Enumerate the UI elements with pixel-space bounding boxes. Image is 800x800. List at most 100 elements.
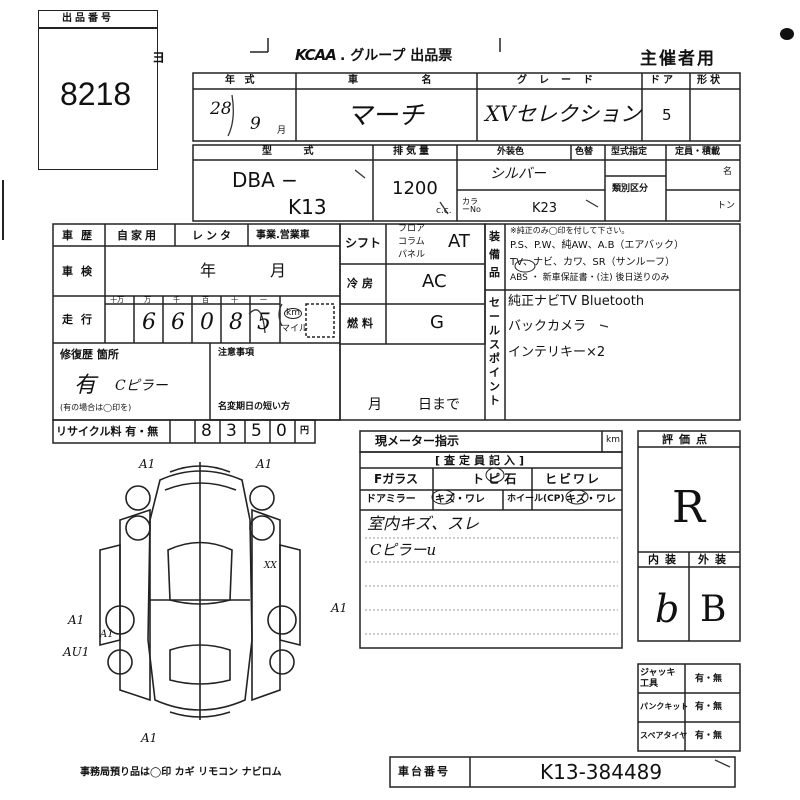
month-value: 9 xyxy=(250,114,261,134)
interior-value: b xyxy=(655,587,680,631)
mileage-digit: 0 xyxy=(200,310,214,335)
assessor-note: 室内キズ、スレ xyxy=(367,514,480,533)
mileage-label: 走行 xyxy=(62,313,100,326)
unit-people: 名 xyxy=(723,167,733,177)
mileage-unit-mile: マイル xyxy=(281,324,309,334)
tool-label: ジャッキ工具 xyxy=(640,668,676,689)
chassis-label: 車台番号 xyxy=(398,765,450,778)
shape-label: 形状 xyxy=(697,75,723,86)
lot-number: 8218 xyxy=(60,76,132,112)
history-business: 事業.営業車 xyxy=(256,230,310,241)
fuel-value: G xyxy=(430,312,444,333)
displacement-value: 1200 xyxy=(392,178,438,199)
color-no-label: カラーNo xyxy=(462,197,481,214)
repair-note: (有の場合は◯印を) xyxy=(60,403,132,412)
history-private: 自家用 xyxy=(117,229,159,242)
shift-floor: フロア xyxy=(398,224,426,234)
recycle-label: リサイクル料 有・無 xyxy=(56,425,159,438)
lot-box xyxy=(38,10,158,170)
mirror-damage: キズ・ワレ xyxy=(435,494,485,505)
diagram-mark: A1 xyxy=(100,629,114,640)
diagram-mark: A1 xyxy=(331,601,348,615)
repair-label: 修復歴 箇所 xyxy=(60,348,119,361)
shift-panel: パネル xyxy=(398,250,426,260)
glass-type: ト ピ 石 xyxy=(472,472,517,486)
title-brand: KCAA xyxy=(295,46,337,64)
equipment-line-1: P.S、P.W、純AW、A.B（エアバック） xyxy=(510,240,685,251)
mileage-digit: 6 xyxy=(171,310,185,335)
tool-label: スペアタイヤ xyxy=(640,731,688,740)
glass-crack: ヒビワレ xyxy=(545,472,602,486)
class-label: 類別区分 xyxy=(612,184,649,194)
model-value-1: DBA − xyxy=(232,168,298,192)
car-name-value: マーチ xyxy=(346,101,425,131)
month-unit: 月 xyxy=(277,126,287,136)
tool-value: 有・無 xyxy=(695,731,723,741)
car-name-label: 車 名 xyxy=(348,75,462,86)
ac-label: 冷房 xyxy=(347,277,377,290)
grade-value: XVセレクション xyxy=(485,102,642,126)
year-label: 年 式 xyxy=(225,75,258,86)
history-label: 車歴 xyxy=(62,229,100,242)
organizer-label: 主催者用 xyxy=(640,49,716,69)
diagram-mark: AU1 xyxy=(63,645,90,659)
meter-unit: km xyxy=(606,435,620,445)
mileage-digit-label: 万 xyxy=(144,296,151,304)
model-label: 型 式 xyxy=(262,146,328,157)
shift-value: AT xyxy=(448,231,470,252)
recycle-digit: 8 xyxy=(201,421,212,441)
rating-value: R xyxy=(672,482,706,533)
meter-label: 現メーター指示 xyxy=(375,434,460,448)
equipment-label: 装備品 xyxy=(489,230,500,279)
left-mark: ヨ xyxy=(152,51,166,66)
mirror-label: ドアミラー xyxy=(366,494,416,505)
sales-point-line: 純正ナビTV Bluetooth xyxy=(508,294,645,309)
equipment-line-2: TV、ナビ、カワ、SR（サンルーフ） xyxy=(510,257,676,268)
recycle-digit: 0 xyxy=(276,421,287,441)
color-value: シルバー xyxy=(490,166,546,182)
name-change-month-unit: 月 xyxy=(368,397,382,413)
diagram-mark: A1 xyxy=(68,613,85,627)
fuel-label: 燃料 xyxy=(347,317,377,330)
capacity-label: 定員・積載 xyxy=(675,147,721,157)
form-title: . グループ 出品票 xyxy=(340,48,453,64)
inspection-year-unit: 年 xyxy=(200,261,217,280)
name-change-day-unit: 日まで xyxy=(418,397,460,413)
displacement-label: 排気量 xyxy=(393,146,432,157)
repair-value: 有 xyxy=(74,373,97,398)
equipment-note: ※純正のみ◯印を付して下さい。 xyxy=(510,226,630,235)
diagram-mark: A1 xyxy=(139,457,156,471)
shift-label: シフト xyxy=(345,236,382,250)
year-value: 28 xyxy=(210,99,232,119)
shift-column: コラム xyxy=(398,237,425,247)
grade-label: グレード xyxy=(517,75,605,86)
assessor-title: [査定員記入] xyxy=(435,454,529,467)
lot-label: 出品番号 xyxy=(62,13,114,24)
mileage-digit: 5 xyxy=(257,310,271,335)
name-change-label: 名変期日の短い方 xyxy=(218,402,291,412)
color-change-label: 色替 xyxy=(575,147,594,157)
sales-point-line: インテリキー×2 xyxy=(508,345,606,360)
rating-label: 評価点 xyxy=(662,433,713,446)
mileage-digit-label: 百 xyxy=(202,296,209,304)
unit-ton: トン xyxy=(717,201,736,211)
equipment-line-3: ABS ・ 新車保証書・(注) 後日送りのみ xyxy=(510,273,670,283)
doors-value: 5 xyxy=(662,106,672,124)
ext-color-label: 外装色 xyxy=(497,147,525,157)
type-spec-label: 型式指定 xyxy=(611,147,648,157)
mileage-digit: 6 xyxy=(142,310,156,335)
diagram-mark: A1 xyxy=(141,731,158,745)
color-no-value: K23 xyxy=(532,201,558,216)
mileage-digit-label: 十万 xyxy=(110,296,124,304)
mileage-unit-km: km xyxy=(284,308,302,319)
chassis-value: K13-384489 xyxy=(540,760,663,784)
wheel-damage: キズ・ワレ xyxy=(566,494,616,505)
cc-unit: c.c. xyxy=(436,206,452,216)
recycle-yen: 円 xyxy=(300,426,310,436)
repair-detail: Cピラー xyxy=(115,378,168,394)
diagram-mark: A1 xyxy=(256,457,273,471)
sales-point-label: セールスポイント xyxy=(489,296,500,407)
exterior-label: 外装 xyxy=(698,553,732,566)
exterior-value: B xyxy=(700,589,727,630)
